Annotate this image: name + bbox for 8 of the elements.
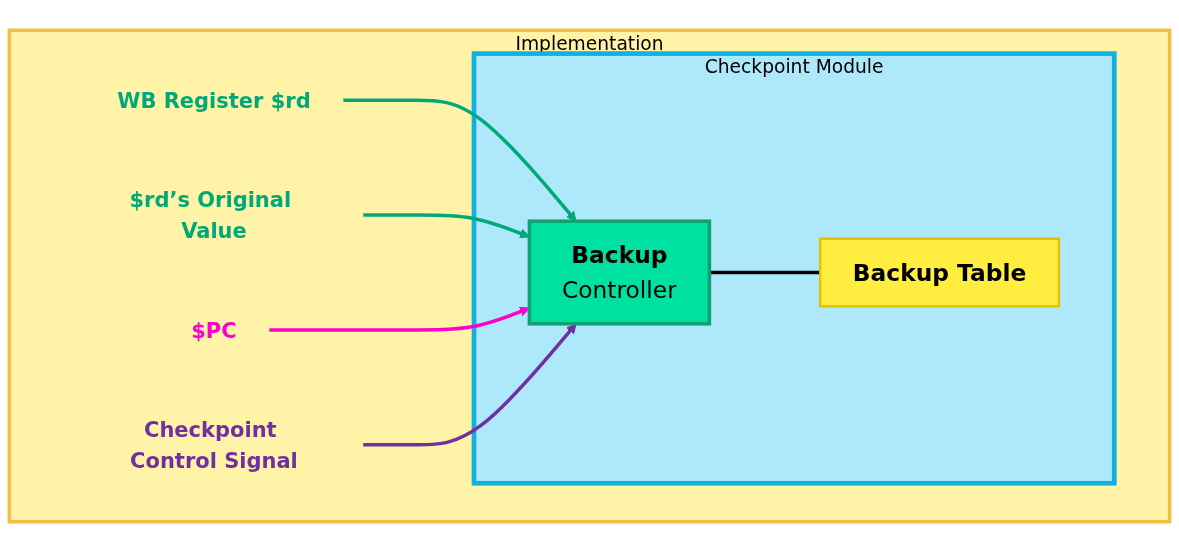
- node-text: WB Register $rd: [117, 87, 311, 113]
- node-text: Checkpoint Control Signal: [130, 416, 298, 473]
- node-text: $rd’s Original Value: [129, 187, 292, 244]
- arrow: [343, 98, 577, 222]
- node-box: Backup Table: [819, 237, 1061, 308]
- node-text: $PC: [191, 317, 237, 343]
- arrow: [363, 323, 577, 447]
- node-box: Backup Controller: [527, 219, 712, 326]
